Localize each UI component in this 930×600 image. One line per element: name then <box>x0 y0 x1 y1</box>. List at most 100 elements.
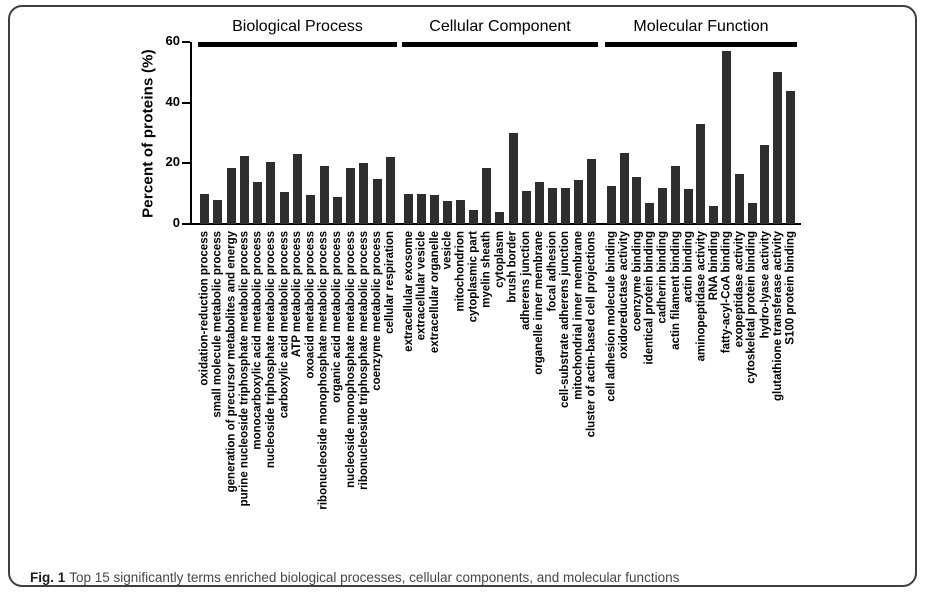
figure-caption-label: Fig. 1 <box>30 570 66 585</box>
bar <box>469 210 479 224</box>
x-tick-label: cadherin binding <box>656 231 669 324</box>
group-bars <box>402 41 598 224</box>
y-tick-label: 20 <box>165 154 180 170</box>
bar <box>534 181 544 224</box>
bar-column <box>784 41 797 224</box>
x-tick-label: organic acid metabolic process <box>331 231 344 403</box>
x-label-column: aminopeptidase activity <box>695 228 708 573</box>
bar-column <box>572 41 585 224</box>
bar <box>508 133 518 224</box>
bar <box>658 187 668 224</box>
x-tick-label: monocarboxylic acid metabolic process <box>251 231 264 450</box>
bar-column <box>707 41 720 224</box>
bar <box>253 181 263 224</box>
bar-column <box>454 41 467 224</box>
bar-column <box>669 41 682 224</box>
x-axis-line <box>190 223 801 225</box>
bar-column <box>682 41 695 224</box>
bar-column <box>402 41 415 224</box>
x-label-column: oxidation-reduction process <box>198 228 211 573</box>
x-tick-label: extracellular organelle <box>428 231 441 354</box>
bar-column <box>695 41 708 224</box>
x-label-column: exopeptidase activity <box>733 228 746 573</box>
bar <box>722 51 732 224</box>
x-tick-label: cellular respiration <box>384 231 397 334</box>
x-tick-label: coenzyme binding <box>631 231 643 332</box>
x-tick-label: fatty-acyl-CoA binding <box>720 231 733 354</box>
x-tick-label: nucleoside triphosphate metabolic proces… <box>264 231 277 469</box>
x-tick-label: glutathione transferase activity <box>771 231 784 401</box>
x-label-column: extracellular exosome <box>402 228 415 573</box>
bar-column <box>331 41 344 224</box>
x-tick-label: cell-substrate adherens junction <box>559 231 572 409</box>
bar-column <box>251 41 264 224</box>
y-tick-mark <box>182 101 190 104</box>
y-tick-label: 60 <box>165 33 180 48</box>
bar-column <box>746 41 759 224</box>
group-underline <box>605 42 797 47</box>
x-label-column: glutathione transferase activity <box>771 228 784 573</box>
x-tick-label: mitochondrial inner membrane <box>572 231 585 400</box>
x-tick-label: aminopeptidase activity <box>694 231 707 362</box>
bar <box>346 167 356 224</box>
x-label-column: RNA binding <box>707 228 720 573</box>
x-label-column: extracellular vesicle <box>415 228 428 573</box>
bar-column <box>370 41 383 224</box>
x-label-column: cell-substrate adherens junction <box>559 228 572 573</box>
x-tick-label: oxoacid metabolic process <box>304 231 317 379</box>
bar-column <box>618 41 631 224</box>
x-tick-label: adherens junction <box>520 231 533 331</box>
bar-column <box>546 41 559 224</box>
bar <box>266 161 276 224</box>
x-label-column: mitochondrion <box>454 228 467 573</box>
bar <box>482 167 492 224</box>
x-label-column: cytoplasm <box>493 228 506 573</box>
bar <box>773 72 783 224</box>
bar <box>306 195 316 224</box>
bar-column <box>520 41 533 224</box>
bar <box>495 211 505 224</box>
group-title: Molecular Function <box>633 18 769 35</box>
x-tick-label: coenzyme metabolic process <box>371 231 384 391</box>
bar <box>332 196 342 224</box>
x-tick-label: oxidoreductase activity <box>618 231 631 359</box>
bar-column <box>238 41 251 224</box>
bar <box>226 167 236 224</box>
bar-column <box>507 41 520 224</box>
x-label-column: oxoacid metabolic process <box>304 228 317 573</box>
x-tick-label: actin filament binding <box>669 231 682 350</box>
bar <box>645 202 655 224</box>
bar <box>404 193 414 224</box>
bar-column <box>720 41 733 224</box>
figure-caption-text: Top 15 significantly terms enriched biol… <box>69 570 680 585</box>
x-tick-label: cluster of actin-based cell projections <box>585 231 598 438</box>
bar <box>521 190 531 224</box>
bar <box>786 90 796 224</box>
x-tick-label: myelin sheath <box>480 231 493 308</box>
bar-column <box>480 41 493 224</box>
x-label-column: cellular respiration <box>384 228 397 573</box>
x-label-column: cadherin binding <box>656 228 669 573</box>
bar-column <box>264 41 277 224</box>
x-tick-label: cytoskeletal protein binding <box>746 231 759 384</box>
bar-column <box>441 41 454 224</box>
x-label-column: adherens junction <box>520 228 533 573</box>
bar <box>573 180 583 224</box>
x-label-column: focal adhesion <box>546 228 559 573</box>
bar-column <box>759 41 772 224</box>
y-tick-mark <box>182 223 190 225</box>
bar-column <box>631 41 644 224</box>
bar-column <box>344 41 357 224</box>
bar <box>586 158 596 224</box>
bar-column <box>428 41 441 224</box>
bar <box>372 178 382 224</box>
x-label-column: myelin sheath <box>480 228 493 573</box>
x-label-column: carboxylic acid metabolic process <box>278 228 291 573</box>
x-label-column: mitochondrial inner membrane <box>572 228 585 573</box>
bar <box>670 166 680 224</box>
bar <box>560 187 570 224</box>
x-tick-label: ATP metabolic process <box>291 231 304 358</box>
